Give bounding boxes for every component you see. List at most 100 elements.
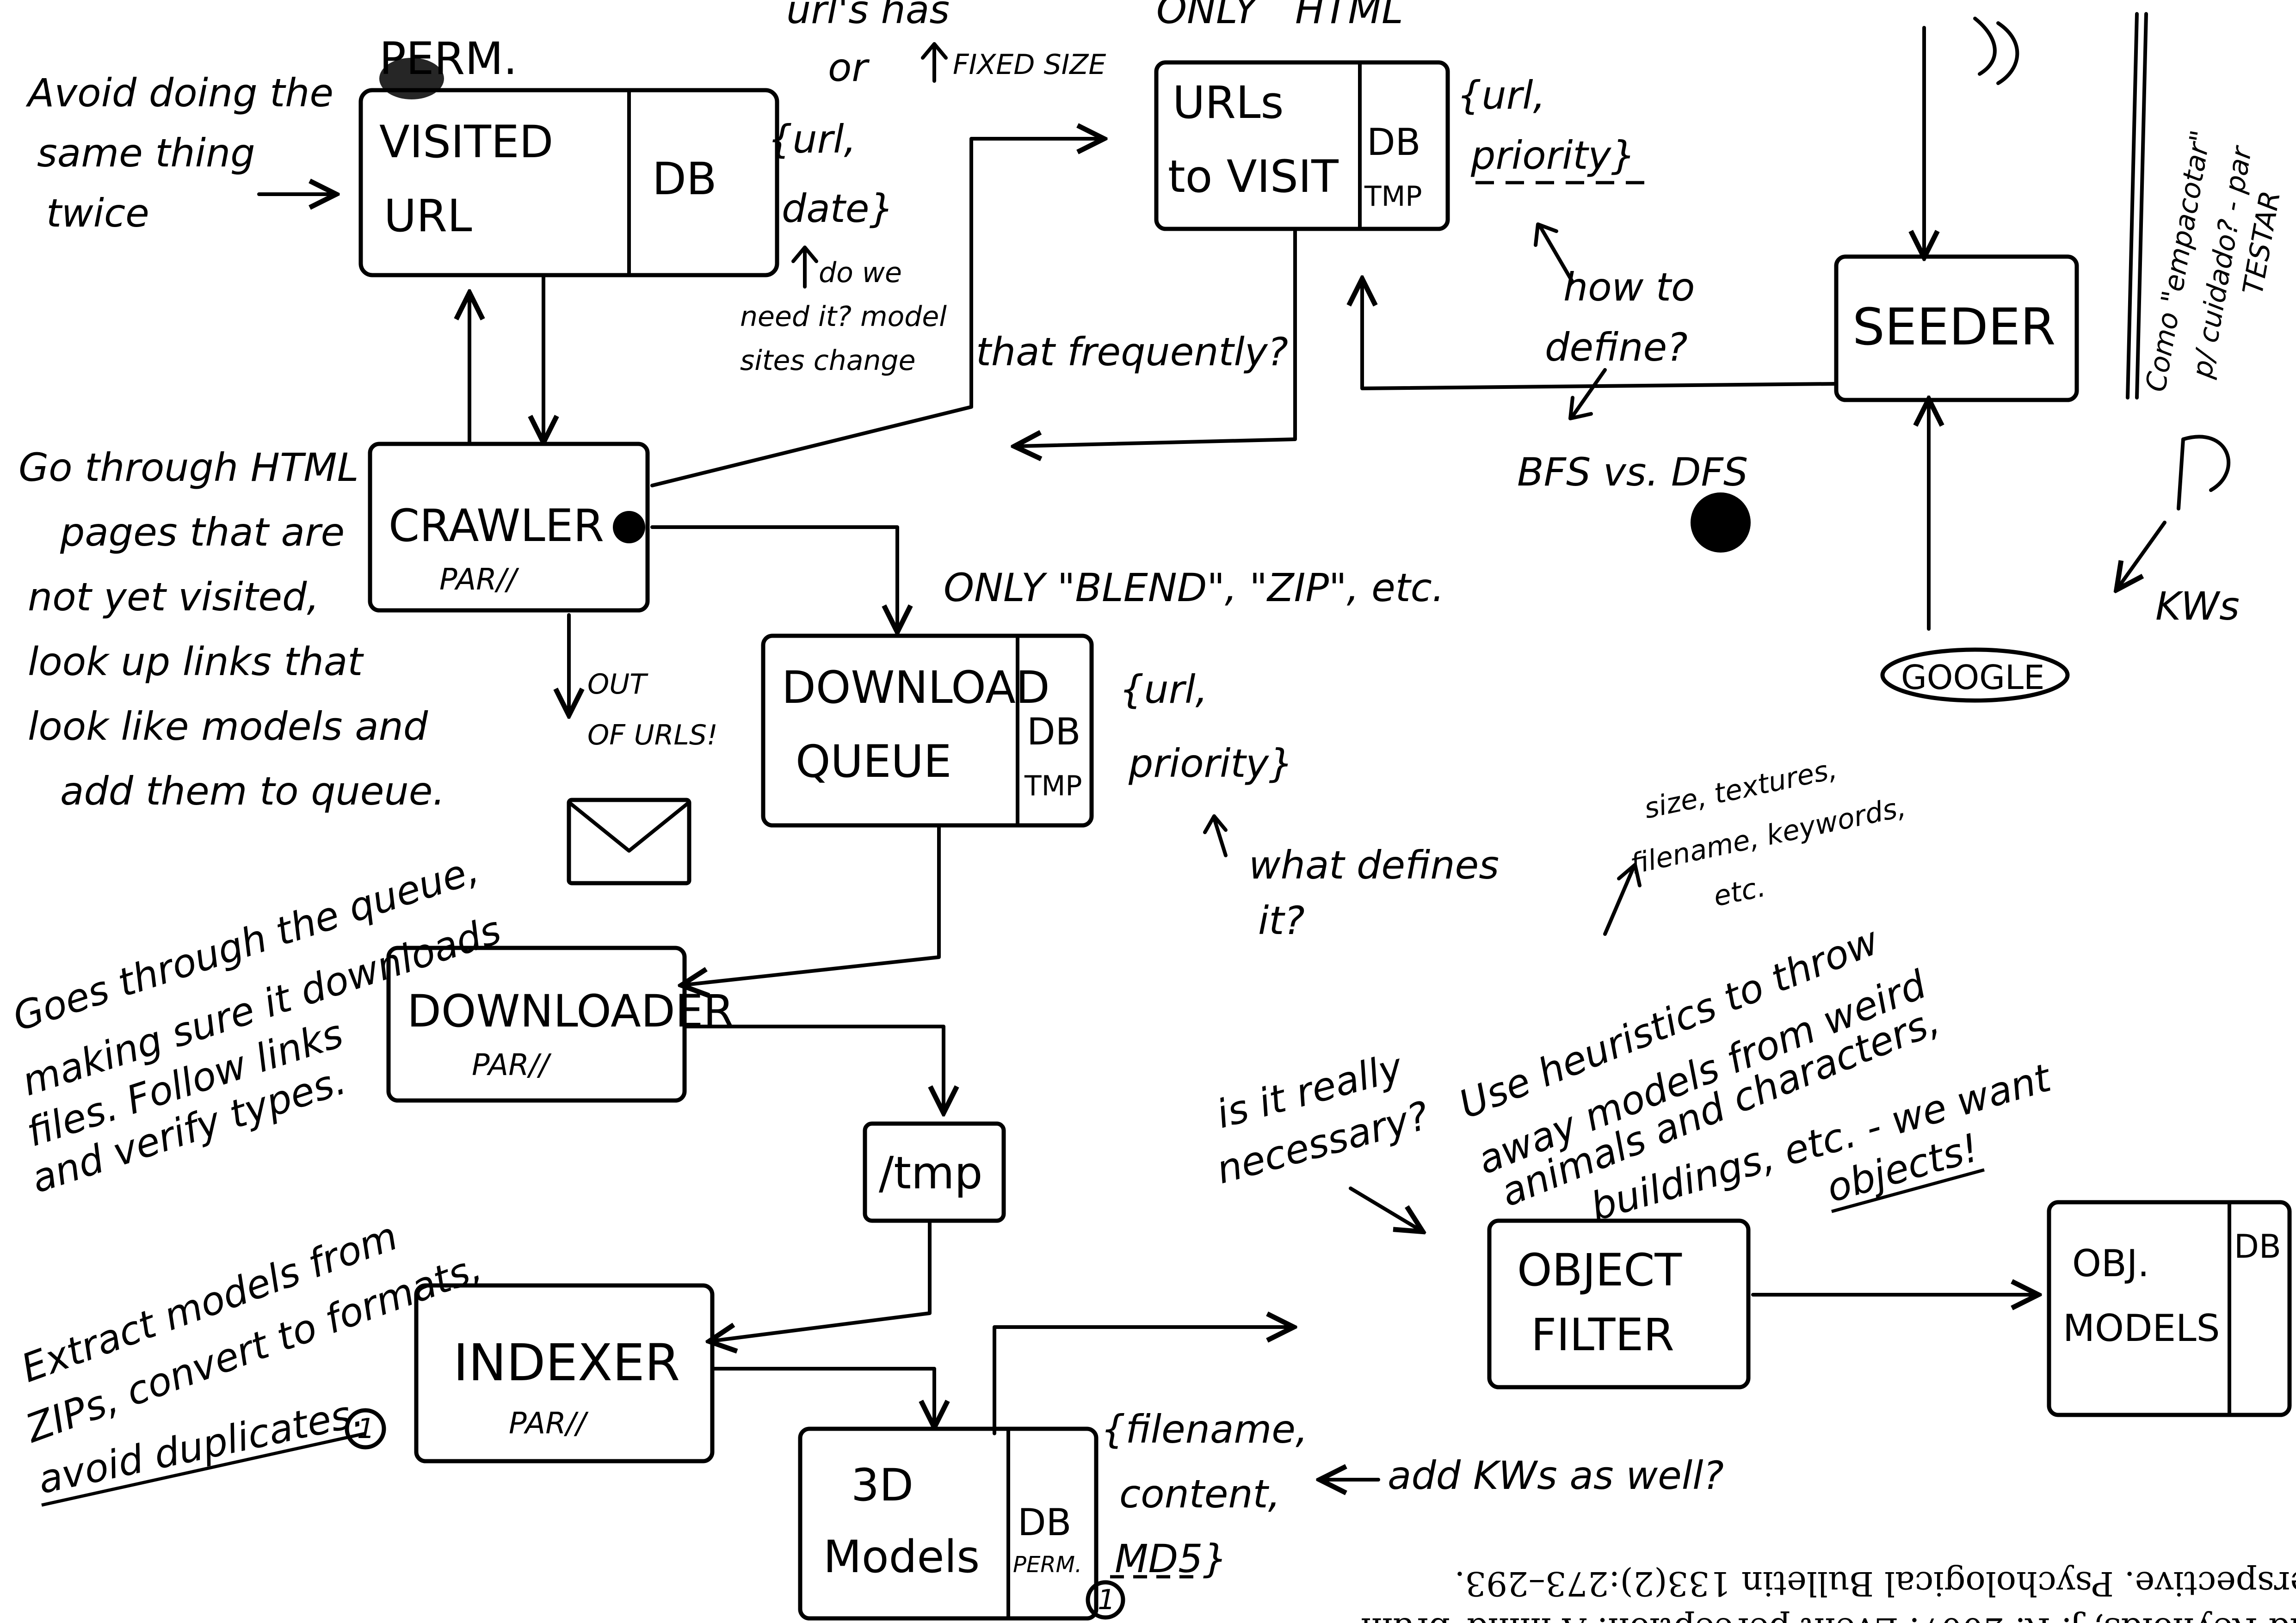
svg-text:ONLY: ONLY [1156,0,1260,32]
svg-text:OUT: OUT [587,668,648,701]
avoid-note: Avoid doing the same thing twice [25,70,333,236]
svg-text:URLs: URLs [1173,77,1284,129]
svg-text:OBJECT: OBJECT [1517,1244,1682,1296]
add-kws-note: add KWs as well? [1323,1453,1724,1498]
tmp-box: /tmp [863,1121,1006,1223]
crawler-to-queue-arrow [650,525,897,629]
svg-text:PAR//: PAR// [509,1407,589,1441]
out-of-urls-note: OUT OF URLS! [587,668,718,751]
svg-text:TMP: TMP [1364,180,1422,213]
svg-text:priority}: priority} [1470,133,1636,178]
svg-text:look up links that: look up links that [28,639,364,684]
svg-text:pages that are: pages that are [60,510,345,555]
svg-text:url's has: url's has [786,0,950,32]
svg-text:PAR//: PAR// [439,563,519,597]
visited-url-box: PERM. VISITED URL DB [358,33,779,277]
reference-bleedthrough: perspective. Psychological Bulletin 133(… [1361,1564,2296,1623]
svg-text:DB: DB [1018,1501,1071,1544]
svg-text:KWs: KWs [2155,584,2240,629]
svg-text:sites change: sites change [740,344,916,377]
ink-blot [1691,492,1751,553]
svg-text:PERM.: PERM. [379,33,518,85]
svg-text:FILTER: FILTER [1531,1309,1674,1361]
svg-text:define?: define? [1545,325,1688,370]
envelope-icon [567,798,691,885]
svg-text:DB: DB [1027,710,1080,753]
svg-text:DB: DB [652,153,717,205]
crawler-to-urls-arrow [650,139,1101,487]
svg-text:DB: DB [2234,1228,2281,1266]
svg-text:Go through HTML: Go through HTML [19,445,359,490]
svg-text:1: 1 [1098,1584,1115,1616]
svg-text:VISITED: VISITED [379,116,553,168]
downloader-box: DOWNLOADER PAR// [386,946,734,1103]
obj-models-box: OBJ. MODELS DB [2047,1200,2292,1417]
svg-text:BFS vs. DFS: BFS vs. DFS [1517,449,1748,495]
svg-text:INDEXER: INDEXER [453,1333,680,1392]
svg-text:Avoid doing the: Avoid doing the [25,70,333,116]
svg-text:add them to queue.: add them to queue. [60,768,445,814]
seeder-to-urls-arrow [1362,282,1838,390]
svg-text:need it? model: need it? model [740,301,947,333]
urls-to-visit-box: URLs to VISIT DB TMP [1154,60,1450,231]
object-filter-box: OBJECT FILTER [1487,1218,1751,1389]
svg-text:what defines: what defines [1249,842,1499,888]
header-fragment-right: ONLY HTML [1156,0,1403,32]
svg-text:MD5}: MD5} [1115,1536,1228,1581]
svg-text:MODELS: MODELS [2063,1307,2220,1350]
svg-text:QUEUE: QUEUE [796,736,951,787]
seeder-box: SEEDER [1834,254,2079,402]
svg-text:and Reynolds, J. R. 2007. Even: and Reynolds, J. R. 2007. Event percepti… [1361,1611,2296,1623]
svg-text:look like models and: look like models and [28,704,428,749]
svg-text:CRAWLER: CRAWLER [389,500,604,552]
svg-text:{url,: {url, [768,117,856,162]
heuristics-note: Use heuristics to throw away models from… [1453,918,2057,1230]
svg-text:to VISIT: to VISIT [1168,151,1339,203]
svg-text:do we: do we [819,257,902,289]
svg-text:date}: date} [782,186,894,231]
urls-to-crawler-arrow [1018,229,1297,446]
downloader-to-tmp-arrow [683,1025,944,1110]
urls-fields-note: {url, priority} how to define? BFS vs. D… [1457,73,1751,553]
svg-text:etc.: etc. [1711,871,1769,913]
svg-text:perspective. Psychological Bul: perspective. Psychological Bulletin 133(… [1454,1564,2296,1603]
svg-text:not yet visited,: not yet visited, [28,574,319,620]
svg-text:SEEDER: SEEDER [1852,297,2055,357]
svg-text:add KWs as well?: add KWs as well? [1388,1453,1724,1498]
crawler-box: CRAWLER PAR// [368,442,650,613]
svg-text:{url,: {url, [1457,73,1545,118]
models-3d-box: 3D Models DB PERM. [798,1426,1099,1621]
svg-text:{filename,: {filename, [1101,1407,1308,1452]
svg-text:1: 1 [357,1413,375,1445]
svg-text:OF URLS!: OF URLS! [587,719,718,751]
visited-fields-note: {url, date} do we need it? model sites c… [740,117,947,377]
como-note: Como "empacotar" p/ cuidado? - par TESTA… [2126,12,2287,400]
crawler-desc-note: Go through HTML pages that are not yet v… [19,445,445,814]
svg-text:DOWNLOAD: DOWNLOAD [782,662,1050,713]
svg-text:same thing: same thing [37,130,255,176]
svg-text:GOOGLE: GOOGLE [1901,658,2045,697]
download-queue-box: DOWNLOAD QUEUE DB TMP [761,633,1094,828]
svg-text:content,: content, [1119,1471,1280,1517]
indexer-box: INDEXER PAR// [414,1283,715,1463]
tmp-to-indexer-arrow [712,1221,932,1341]
size-textures-note: size, textures, filename, keywords, etc. [1603,753,1909,936]
models-to-filter-arrow [993,1327,1290,1435]
person-head-top [1973,17,2019,85]
svg-text:TMP: TMP [1024,770,1082,802]
svg-text:{url,: {url, [1119,667,1208,712]
svg-text:it?: it? [1258,898,1305,943]
svg-text:/tmp: /tmp [879,1147,982,1199]
svg-text:twice: twice [46,191,149,236]
person-head [2177,435,2231,510]
svg-text:DB: DB [1367,121,1420,164]
svg-text:DOWNLOADER: DOWNLOADER [407,985,734,1037]
that-frequently-note: that frequently? [976,329,1288,375]
queue-fields-note: {url, priority} what defines it? [1119,667,1499,943]
only-blend-note: ONLY "BLEND", "ZIP", etc. [944,565,1444,610]
queue-to-downloader-arrow [685,826,941,985]
svg-text:Models: Models [823,1531,980,1583]
is-it-really-note: is it really necessary? [1212,1044,1434,1230]
indexer-to-models-arrow [710,1367,934,1424]
svg-text:PAR//: PAR// [472,1048,552,1082]
